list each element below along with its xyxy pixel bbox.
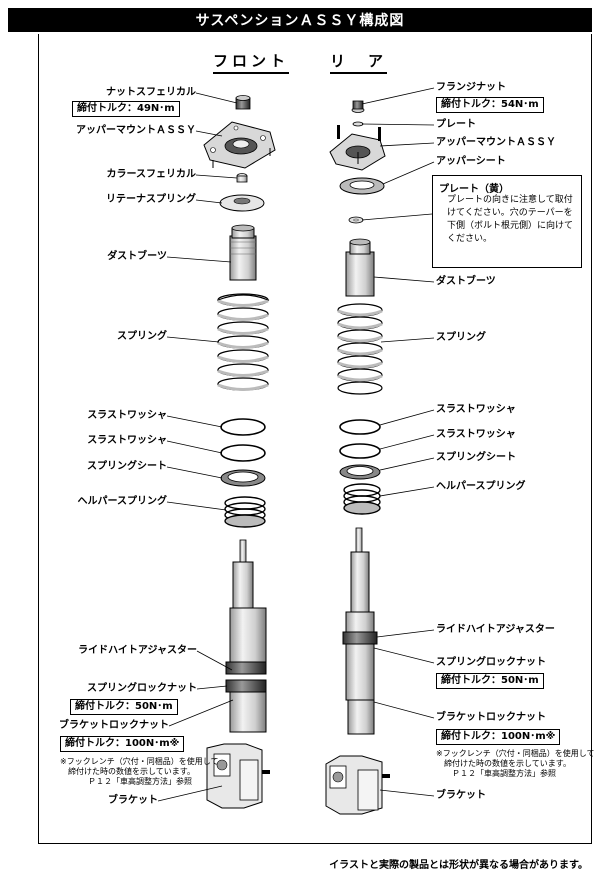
rear-label-bracket: ブラケット: [436, 790, 486, 801]
front-label-thrust-washer-2: スラストワッシャ: [87, 435, 167, 446]
rear-upper-mount: [329, 125, 386, 171]
rear-yellow-plate: [348, 216, 364, 224]
front-label-spring-seat: スプリングシート: [87, 461, 167, 472]
front-assembly: [203, 95, 276, 809]
front-collar: [236, 173, 248, 183]
front-leader-lines: [157, 92, 238, 802]
rear-note-1: ※フックレンチ（穴付・同梱品）を使用して: [436, 749, 595, 758]
front-label-spring: スプリング: [117, 331, 167, 342]
front-label-dust-boot: ダストブーツ: [107, 251, 167, 262]
rear-label-dust-boot: ダストブーツ: [436, 276, 496, 287]
rear-upper-seat: [339, 177, 385, 195]
front-nut-torque: 締付トルク：49N･m: [72, 101, 180, 117]
diagram-frame: [38, 34, 592, 844]
front-label-helper-spring: ヘルパースプリング: [77, 496, 168, 507]
front-label-thrust-washer-1: スラストワッシャ: [87, 410, 167, 421]
rear-label-ride-height: ライドハイトアジャスター: [436, 624, 555, 635]
front-dust-boot: [229, 224, 257, 281]
front-bracket-nut-torque: 締付トルク：100N･m※: [60, 736, 185, 752]
rear-heading: リ ア: [330, 50, 388, 74]
front-note-2: 締付けた時の数値を示しています。: [68, 767, 195, 776]
rear-assembly: [325, 100, 390, 815]
front-spring: [217, 293, 270, 391]
front-helper-spring: [224, 496, 266, 528]
front-note-1: ※フックレンチ（穴付・同梱品）を使用して: [60, 757, 219, 766]
rear-thrust-washer-1: [339, 419, 381, 435]
rear-note-3: Ｐ１２「車高調整方法」参照: [452, 769, 556, 778]
front-label-bracket: ブラケット: [108, 795, 158, 806]
front-retainer: [219, 194, 265, 212]
rear-label-spring: スプリング: [436, 332, 486, 343]
front-label-upper-mount: アッパーマウントＡＳＳＹ: [76, 125, 196, 136]
front-damper: [225, 539, 267, 733]
front-spring-seat: [220, 469, 266, 487]
rear-label-plate: プレート: [436, 119, 476, 130]
rear-flange-nut: [351, 100, 365, 113]
rear-helper-spring: [343, 483, 381, 515]
front-label-collar: カラースフェリカル: [106, 169, 197, 180]
rear-label-thrust-washer-1: スラストワッシャ: [436, 404, 516, 415]
front-upper-mount: [203, 121, 276, 169]
rear-spring-seat: [339, 464, 381, 480]
rear-dust-boot: [345, 238, 375, 297]
front-nut: [235, 95, 251, 110]
front-thrust-washer-2: [220, 444, 266, 462]
rear-note-2: 締付けた時の数値を示しています。: [444, 759, 571, 768]
front-note-3: Ｐ１２「車高調整方法」参照: [88, 777, 192, 786]
rear-thrust-washer-2: [339, 443, 381, 459]
front-label-ride-height: ライドハイトアジャスター: [78, 645, 197, 656]
front-bracket: [206, 743, 270, 809]
rear-flange-nut-torque: 締付トルク：54N･m: [436, 97, 544, 113]
rear-label-helper-spring: ヘルパースプリング: [436, 481, 526, 492]
rear-label-spring-seat: スプリングシート: [436, 452, 516, 463]
front-label-nut: ナットスフェリカル: [106, 87, 196, 98]
footer-disclaimer: イラストと実際の製品とは形状が異なる場合があります。: [329, 860, 588, 871]
rear-label-upper-mount: アッパーマウントＡＳＳＹ: [436, 137, 556, 148]
rear-label-lock-nut: スプリングロックナット: [436, 657, 546, 668]
callout-body: プレートの向きに注意して取付けてください。穴のテーパーを下側（ボルト根元側）に向…: [447, 195, 574, 244]
rear-label-flange-nut: フランジナット: [436, 82, 506, 93]
front-label-retainer: リテーナスプリング: [106, 194, 196, 205]
rear-bracket: [325, 755, 390, 815]
callout-title: プレート（黄）: [439, 184, 509, 195]
front-label-lock-nut: スプリングロックナット: [87, 683, 197, 694]
rear-leader-lines: [361, 87, 435, 797]
front-heading: フロント: [213, 50, 290, 74]
rear-plate: [352, 121, 364, 127]
front-thrust-washer-1: [220, 418, 266, 436]
rear-label-upper-seat: アッパーシート: [436, 156, 506, 167]
front-lock-nut-torque: 締付トルク：50N･m: [70, 699, 178, 715]
rear-lock-nut-torque: 締付トルク：50N･m: [436, 673, 544, 689]
rear-spring: [337, 303, 383, 395]
rear-damper: [342, 527, 378, 735]
rear-bracket-nut-torque: 締付トルク：100N･m※: [436, 729, 561, 745]
rear-label-thrust-washer-2: スラストワッシャ: [436, 429, 516, 440]
page-title: サスペンションＡＳＳＹ構成図: [8, 8, 592, 32]
rear-label-bracket-nut: ブラケットロックナット: [436, 712, 546, 723]
plate-callout: プレート（黄） プレートの向きに注意して取付けてください。穴のテーパーを下側（ボ…: [432, 175, 582, 268]
front-label-bracket-nut: ブラケットロックナット: [59, 720, 169, 731]
